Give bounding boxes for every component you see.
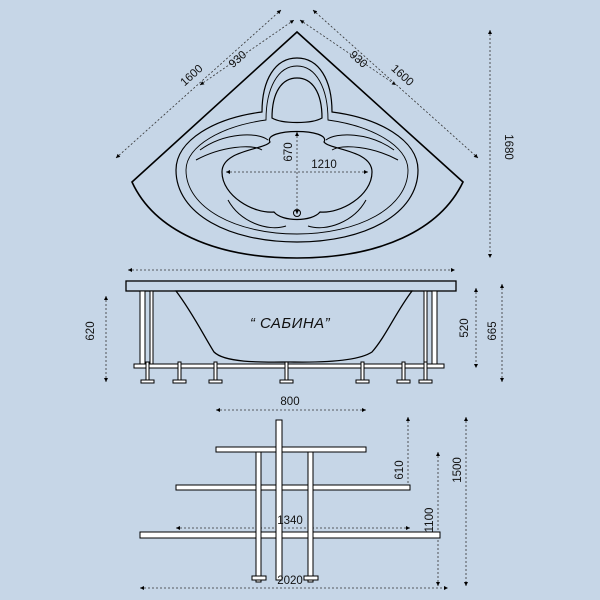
- tub-body: [174, 290, 414, 363]
- side-view: “ САБИНА” 620 52: [85, 268, 504, 384]
- dim-total-height: 620: [85, 321, 97, 340]
- footrest-left: [227, 199, 287, 229]
- dim-mid-width: 1340: [277, 515, 303, 527]
- dim-mid-height: 1100: [424, 508, 436, 533]
- footrest-right: [307, 199, 367, 229]
- dim-frame-height: 665: [487, 321, 499, 340]
- dim-bowl-depth: 670: [283, 142, 295, 161]
- model-name: “ САБИНА”: [250, 315, 331, 332]
- top-view: 1600 930 930 1600 1680 670 1210: [115, 9, 514, 259]
- dim-line-side-left-inner: [199, 19, 295, 86]
- tub-outline: [131, 30, 464, 259]
- dim-bottom-width: 2020: [277, 575, 303, 587]
- dim-bowl-width: 1210: [311, 159, 337, 171]
- dim-top-width: 800: [280, 396, 299, 408]
- frame-view: 800 1340 2020 610 1100 1500: [139, 396, 468, 590]
- dim-rim-height: 520: [459, 318, 471, 337]
- dim-inner-height: 610: [394, 460, 406, 479]
- dim-total-height-frame: 1500: [452, 457, 464, 483]
- dim-line-side-right: [312, 9, 479, 159]
- dim-height: 1680: [502, 134, 514, 160]
- side-frame: [133, 290, 445, 369]
- frame-bars: [139, 419, 441, 583]
- support-legs: [140, 361, 433, 384]
